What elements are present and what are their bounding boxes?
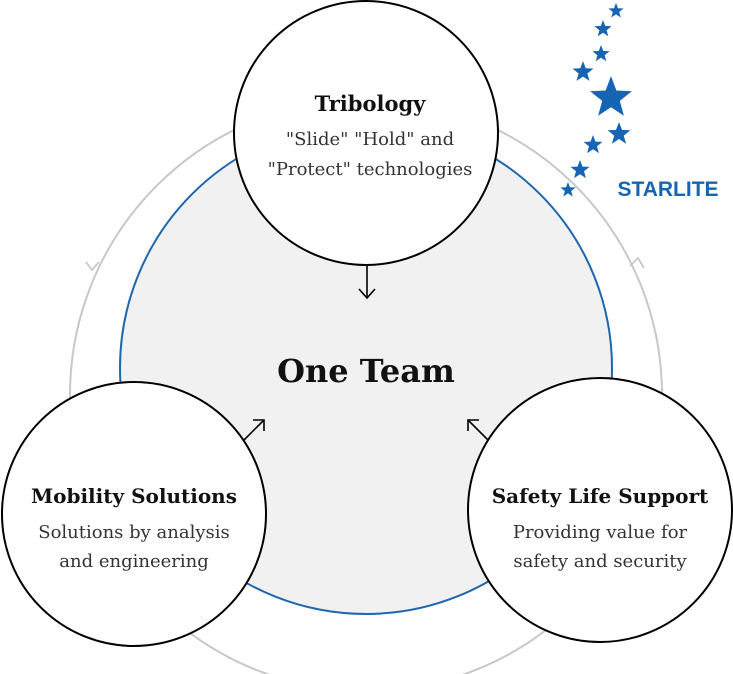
- node-safety-circle: [467, 377, 733, 643]
- node-safety-title: Safety Life Support: [492, 484, 709, 508]
- node-mobility-title: Mobility Solutions: [31, 484, 237, 508]
- node-safety-line-2: safety and security: [513, 551, 687, 572]
- star-icon: [608, 3, 624, 18]
- arrow-head-down-icon: [358, 288, 376, 300]
- star-icon: [592, 45, 610, 62]
- arrow-head-up-left-icon: [467, 419, 479, 431]
- cycle-arrow-left-icon: [85, 261, 100, 272]
- star-icon: [570, 160, 590, 179]
- node-mobility-line-2: and engineering: [59, 551, 208, 572]
- node-tribology-title: Tribology: [315, 91, 426, 116]
- node-tribology-circle: [233, 0, 499, 266]
- star-icon: [560, 182, 576, 197]
- node-mobility-circle: [1, 381, 267, 647]
- center-title: One Team: [277, 352, 455, 390]
- node-tribology-line-2: "Protect" technologies: [268, 159, 473, 180]
- node-mobility-line-1: Solutions by analysis: [38, 522, 230, 543]
- star-icon: [572, 61, 594, 81]
- node-safety-line-1: Providing value for: [513, 522, 688, 543]
- node-tribology-line-1: "Slide" "Hold" and: [286, 129, 454, 150]
- star-icon: [583, 135, 603, 154]
- star-icon: [590, 76, 632, 116]
- star-icon: [607, 122, 631, 144]
- cycle-arrow-right-icon: [629, 256, 645, 269]
- stars-logo-icon: [560, 3, 632, 197]
- arrow-head-up-right-icon: [253, 419, 265, 431]
- star-icon: [594, 20, 612, 37]
- brand-name: STARLITE: [617, 178, 718, 201]
